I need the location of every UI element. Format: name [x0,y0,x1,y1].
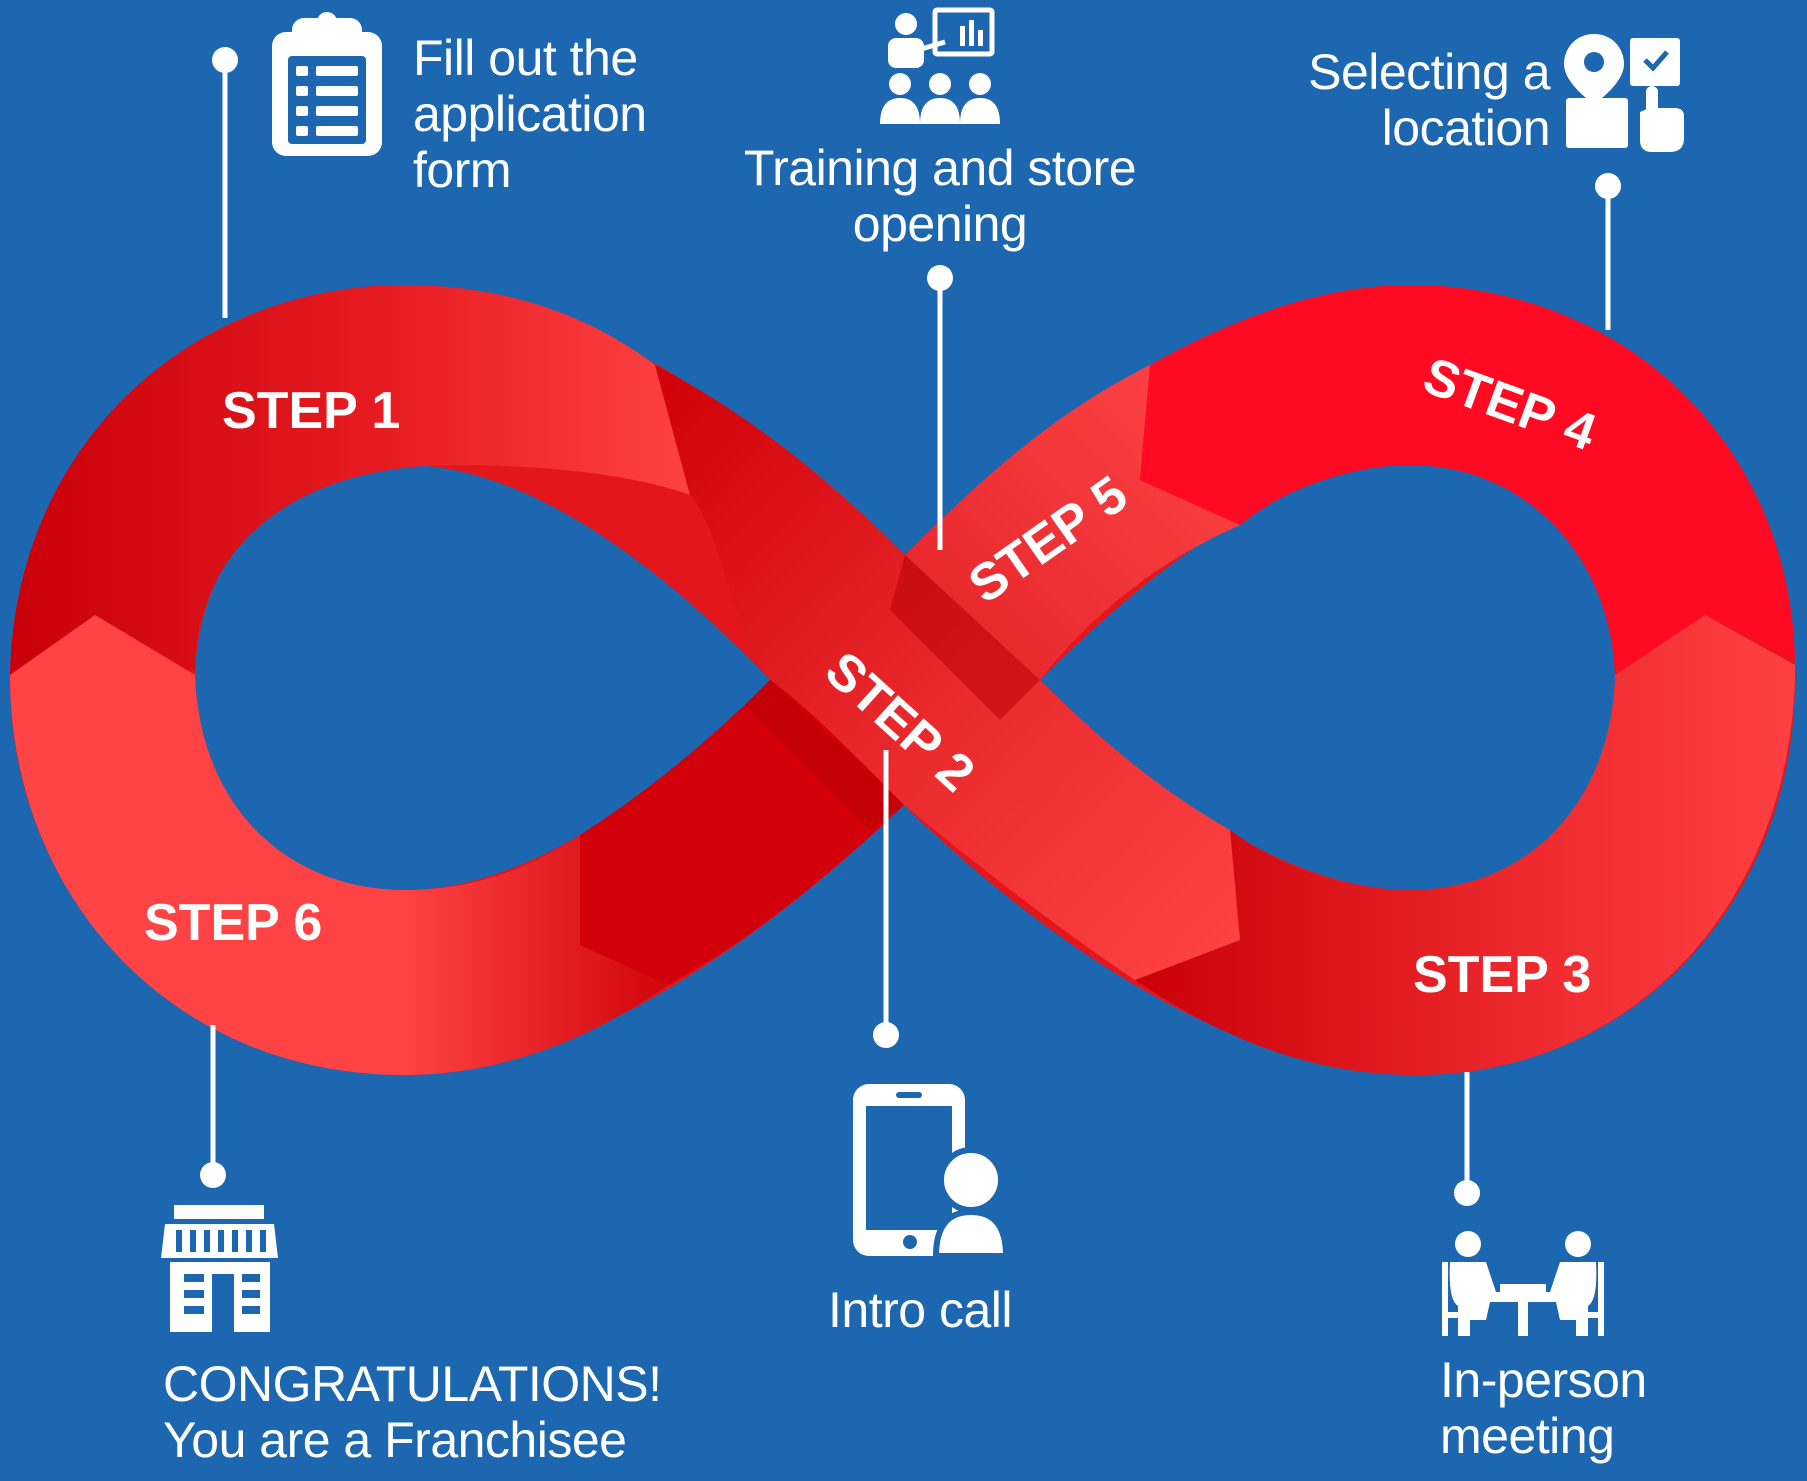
step-3-label: STEP 3 [1413,946,1591,1004]
connector-dot-step-6 [200,1162,226,1188]
training-presentation-icon [880,7,1000,124]
connector-dot-step-4 [1595,173,1621,199]
crossing-shadow-lower [745,680,904,830]
segment-step-3 [1135,615,1795,1075]
step-3-caption: In-person meeting [1440,1352,1647,1464]
phone-contact-icon [853,1084,1010,1259]
step-6-caption: CONGRATULATIONS! You are a Franchisee [163,1356,662,1468]
connector-dot-step-5 [927,265,953,291]
meeting-table-icon [1442,1231,1604,1336]
location-select-icon [1564,34,1684,152]
segment-fold-lower [580,680,904,985]
step-6-label: STEP 6 [144,894,322,952]
storefront-icon [161,1205,278,1332]
infinity-ribbon [10,285,1795,1075]
step-4-caption: Selecting a location [1308,44,1550,156]
step-2-caption: Intro call [828,1282,1012,1338]
connector-dot-step-1 [212,47,238,73]
step-1-label: STEP 1 [222,382,400,440]
crossing-shadow [890,555,1040,720]
step-1-caption: Fill out the application form [413,30,647,198]
clipboard-list-icon [272,12,382,156]
connector-dot-step-2 [873,1022,899,1048]
segment-step-4 [1140,285,1795,675]
segment-step-2 [655,365,1240,980]
segment-step-1 [10,285,690,675]
connectors [200,47,1621,1206]
connector-dot-step-3 [1454,1180,1480,1206]
segment-step-6 [10,615,668,1075]
step-5-caption: Training and store opening [743,140,1137,252]
